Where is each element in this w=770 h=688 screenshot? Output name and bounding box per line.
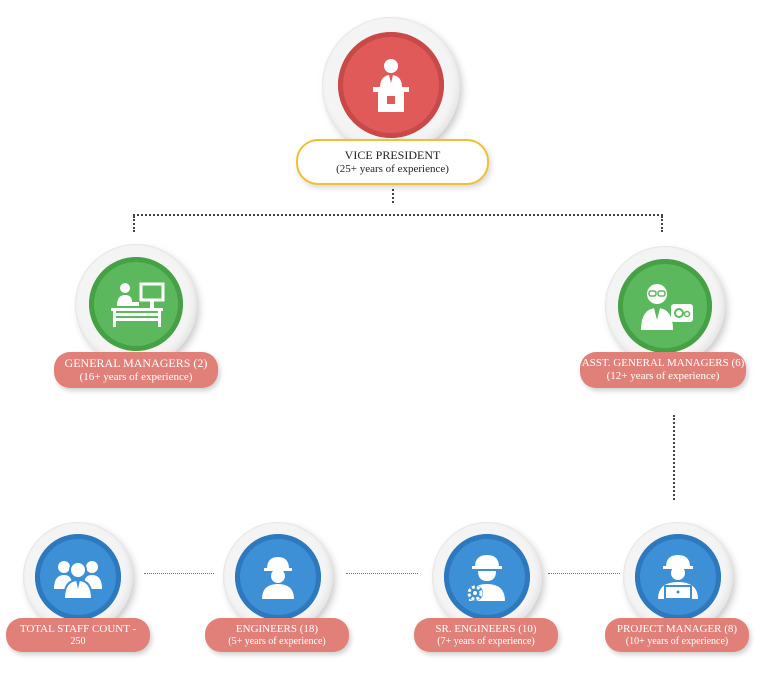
vp-node[interactable]: [338, 32, 444, 138]
gm-node[interactable]: [89, 257, 183, 351]
pm-subtitle: (10+ years of experience): [625, 635, 729, 647]
sreng-title: SR. ENGINEERS (10): [435, 622, 537, 635]
connector-vp-down: [392, 189, 394, 203]
manager-with-laptop-icon: [652, 551, 704, 603]
connector-agm-to-pm: [673, 415, 675, 500]
eng-label: ENGINEERS (18) (5+ years of experience): [205, 618, 349, 652]
sreng-subtitle: (7+ years of experience): [437, 635, 535, 647]
staff-node[interactable]: [35, 534, 121, 620]
engineer-hardhat-icon: [258, 553, 298, 601]
person-with-glasses-and-gears-icon: [635, 278, 695, 334]
gm-label: GENERAL MANAGERS (2) (16+ years of exper…: [54, 352, 218, 388]
agm-label: ASST. GENERAL MANAGERS (6) (12+ years of…: [580, 352, 746, 388]
group-of-people-icon: [52, 553, 104, 601]
agm-subtitle: (12+ years of experience): [606, 370, 720, 382]
staff-subtitle: 250: [70, 635, 86, 647]
connector-eng-sreng: [346, 573, 418, 574]
eng-node[interactable]: [235, 534, 321, 620]
pm-title: PROJECT MANAGER (8): [616, 622, 738, 635]
agm-node[interactable]: [618, 259, 712, 353]
vp-label: VICE PRESIDENT (25+ years of experience): [296, 139, 489, 185]
sreng-node[interactable]: [444, 534, 530, 620]
manager-at-desk-icon: [105, 276, 167, 332]
pm-node[interactable]: [635, 534, 721, 620]
vp-subtitle: (25+ years of experience): [336, 162, 449, 175]
staff-label: TOTAL STAFF COUNT - 250: [6, 618, 150, 652]
sreng-label: SR. ENGINEERS (10) (7+ years of experien…: [414, 618, 558, 652]
eng-title: ENGINEERS (18): [235, 622, 319, 635]
connector-top-horizontal: [133, 214, 663, 216]
eng-subtitle: (5+ years of experience): [228, 635, 326, 647]
gm-title: GENERAL MANAGERS (2): [64, 355, 208, 370]
staff-title: TOTAL STAFF COUNT -: [19, 622, 137, 635]
presenter-at-podium-icon: [360, 54, 422, 116]
engineer-with-gear-icon: [461, 551, 513, 603]
agm-title: ASST. GENERAL MANAGERS (6): [581, 357, 745, 370]
connector-agm-drop: [661, 216, 663, 232]
vp-title: VICE PRESIDENT: [344, 147, 441, 162]
connector-gm-drop: [133, 216, 135, 232]
gm-subtitle: (16+ years of experience): [79, 370, 193, 383]
connector-sreng-pm: [548, 573, 620, 574]
connector-staff-eng: [144, 573, 214, 574]
pm-label: PROJECT MANAGER (8) (10+ years of experi…: [605, 618, 749, 652]
